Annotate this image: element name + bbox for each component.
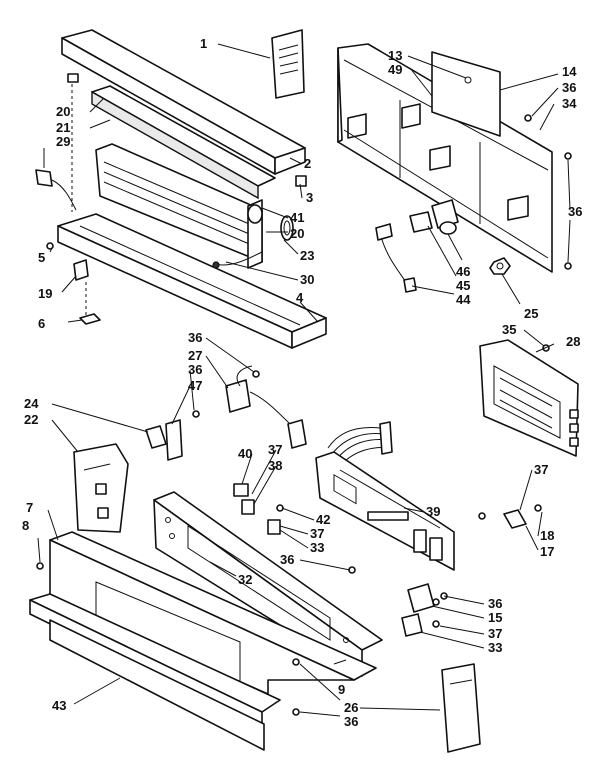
part-control-panel bbox=[29, 531, 377, 751]
callout-24: 24 bbox=[24, 396, 39, 411]
part-relay-assembly bbox=[375, 199, 459, 293]
callout-37b: 37 bbox=[268, 442, 282, 457]
callout-35: 35 bbox=[502, 322, 516, 337]
callout-37d: 37 bbox=[488, 626, 502, 641]
callout-49: 49 bbox=[388, 62, 402, 77]
callout-30: 30 bbox=[300, 272, 314, 287]
callout-17: 17 bbox=[540, 544, 554, 559]
part-leveling-foot bbox=[46, 73, 101, 325]
part-upper-channel bbox=[91, 85, 276, 200]
part-nut bbox=[489, 257, 511, 275]
callout-37a: 37 bbox=[534, 462, 548, 477]
callout-36g: 36 bbox=[344, 714, 358, 729]
callout-26: 26 bbox=[344, 700, 358, 715]
part-circuit-board bbox=[479, 339, 579, 457]
callout-27: 27 bbox=[188, 348, 202, 363]
callout-44: 44 bbox=[456, 292, 471, 307]
callout-47: 47 bbox=[188, 378, 202, 393]
callout-32: 32 bbox=[238, 572, 252, 587]
part-console-cap bbox=[61, 29, 306, 175]
callout-34: 34 bbox=[562, 96, 577, 111]
callout-7: 7 bbox=[26, 500, 33, 515]
part-screws bbox=[36, 344, 550, 716]
callout-14: 14 bbox=[562, 64, 577, 79]
part-clip-right bbox=[503, 504, 542, 529]
callout-21: 21 bbox=[56, 120, 70, 135]
callout-40: 40 bbox=[238, 446, 252, 461]
callout-33a: 33 bbox=[310, 540, 324, 555]
part-display-panel bbox=[315, 451, 455, 571]
part-bracket-screws bbox=[524, 114, 572, 270]
part-base-tray bbox=[57, 213, 327, 349]
callout-20b: 20 bbox=[290, 226, 304, 241]
part-inner-housing bbox=[95, 143, 263, 269]
part-cover-plate bbox=[431, 51, 501, 137]
part-clip bbox=[295, 175, 307, 187]
part-switch bbox=[145, 419, 183, 461]
callout-13: 13 bbox=[388, 48, 402, 63]
callout-29: 29 bbox=[56, 134, 70, 149]
callout-36a: 36 bbox=[562, 80, 576, 95]
callout-5: 5 bbox=[38, 250, 45, 265]
callout-labels: 1 2 3 4 5 6 7 8 9 13 49 14 36 34 20 21 2… bbox=[22, 36, 582, 729]
callout-36b: 36 bbox=[568, 204, 582, 219]
callout-36c: 36 bbox=[188, 330, 202, 345]
callout-36f: 36 bbox=[488, 596, 502, 611]
callout-46: 46 bbox=[456, 264, 470, 279]
callout-2: 2 bbox=[304, 156, 311, 171]
part-small-switches bbox=[233, 483, 284, 535]
callout-43: 43 bbox=[52, 698, 66, 713]
part-wire-harness-left bbox=[35, 169, 263, 269]
part-label-card bbox=[271, 29, 305, 99]
part-connector-harness bbox=[225, 365, 307, 449]
callout-8: 8 bbox=[22, 518, 29, 533]
callout-18: 18 bbox=[540, 528, 554, 543]
part-control-bracket bbox=[153, 491, 383, 677]
callout-42: 42 bbox=[316, 512, 330, 527]
callout-19: 19 bbox=[38, 286, 52, 301]
callout-22: 22 bbox=[24, 412, 38, 427]
callout-38: 38 bbox=[268, 458, 282, 473]
callout-33b: 33 bbox=[488, 640, 502, 655]
leader-lines bbox=[37, 43, 571, 717]
part-ribbon-cables bbox=[327, 421, 393, 467]
part-right-end-cap bbox=[441, 663, 481, 753]
callout-39: 39 bbox=[426, 504, 440, 519]
callout-3: 3 bbox=[306, 190, 313, 205]
callout-23: 23 bbox=[300, 248, 314, 263]
callout-9: 9 bbox=[338, 682, 345, 697]
callout-6: 6 bbox=[38, 316, 45, 331]
callout-1: 1 bbox=[200, 36, 207, 51]
callout-41: 41 bbox=[290, 210, 304, 225]
callout-36e: 36 bbox=[280, 552, 294, 567]
callout-20a: 20 bbox=[56, 104, 70, 119]
callout-15: 15 bbox=[488, 610, 502, 625]
callout-36d: 36 bbox=[188, 362, 202, 377]
part-left-end-cap bbox=[73, 443, 129, 533]
callout-25: 25 bbox=[524, 306, 538, 321]
callout-4: 4 bbox=[296, 290, 304, 305]
part-right-switch bbox=[401, 583, 448, 637]
callout-45: 45 bbox=[456, 278, 470, 293]
part-grommet bbox=[280, 215, 294, 241]
callout-37c: 37 bbox=[310, 526, 324, 541]
callout-28: 28 bbox=[566, 334, 580, 349]
